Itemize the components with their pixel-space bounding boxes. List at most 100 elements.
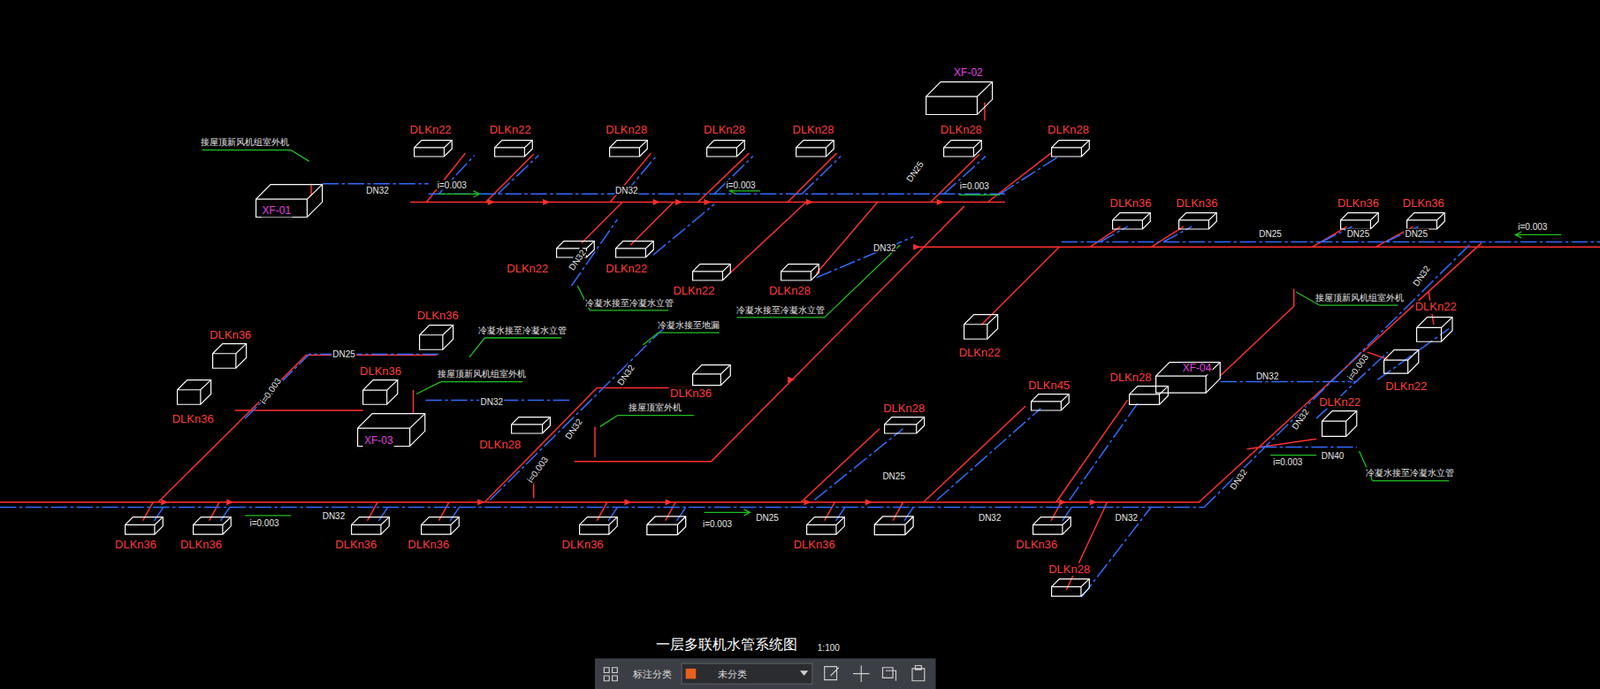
indoor-unit: DLKn22 bbox=[1321, 410, 1357, 437]
pipe-size: DN25 bbox=[1346, 228, 1372, 239]
unit-outline-line bbox=[1051, 140, 1090, 157]
unit-outline-line bbox=[639, 147, 640, 157]
unit-outline-line bbox=[413, 140, 452, 148]
unit-outline-line bbox=[362, 380, 397, 391]
slope-mark: i=0.003 bbox=[1272, 456, 1303, 466]
unit-outline-line bbox=[419, 325, 454, 336]
unit-label: DLKn22 bbox=[409, 122, 453, 136]
unit-outline bbox=[780, 263, 820, 282]
unit-outline-line bbox=[213, 342, 247, 368]
unit-outline-line bbox=[1384, 349, 1419, 360]
unit-outline-line bbox=[1142, 220, 1143, 229]
unit-outline-line bbox=[608, 524, 610, 534]
pipe-size: DN25 bbox=[1403, 228, 1429, 239]
slope-arrow bbox=[244, 187, 1562, 515]
indoor-unit: DLKn36 bbox=[212, 342, 247, 369]
pipe-size: DN32 bbox=[480, 396, 505, 406]
unit-outline-line bbox=[420, 517, 459, 526]
unit-outline bbox=[706, 139, 746, 158]
indoor-unit: DLKn36 bbox=[806, 516, 846, 535]
dropdown-arrow bbox=[800, 670, 808, 676]
indoor-unit: DLKn28 bbox=[510, 416, 551, 435]
unit-outline-line bbox=[692, 365, 731, 386]
unit-outline-line bbox=[305, 198, 307, 217]
unit-outline-line bbox=[511, 416, 551, 424]
unit-outline-line bbox=[1436, 220, 1438, 229]
unit-outline bbox=[212, 342, 247, 369]
category-swatch bbox=[685, 668, 697, 679]
indoor-unit: DLKn22 bbox=[615, 240, 655, 259]
pipe-size: DN25 bbox=[904, 158, 927, 184]
indoor-unit: DLKn36 bbox=[692, 364, 732, 386]
unit-outline bbox=[1051, 578, 1090, 597]
unit-outline-line bbox=[409, 428, 411, 447]
unit-outline-line bbox=[1128, 386, 1168, 405]
unit-outline bbox=[925, 81, 993, 115]
fresh-air-unit: XF-03 bbox=[357, 412, 426, 447]
unit-outline bbox=[420, 516, 460, 535]
unit-outline-line bbox=[419, 325, 454, 351]
unit-outline-line bbox=[692, 263, 731, 271]
unit-label: DLKn28 bbox=[1047, 563, 1091, 576]
unit-outline bbox=[192, 516, 232, 535]
unit-outline-line bbox=[926, 82, 993, 98]
slope-mark: i=0.003 bbox=[701, 518, 733, 529]
pipe-size: DN25 bbox=[331, 349, 357, 359]
indoor-unit: DLKn28 bbox=[883, 416, 925, 435]
unit-outline bbox=[1416, 316, 1454, 343]
unit-outline-line bbox=[1112, 213, 1151, 221]
unit-outline-line bbox=[193, 517, 232, 535]
unit-outline-line bbox=[1440, 327, 1442, 342]
unit-label: DLKn28 bbox=[604, 122, 648, 136]
note: 冷凝水接至冷凝水立管 bbox=[477, 324, 568, 335]
unit-outline bbox=[413, 139, 453, 158]
unit-label: DLKn36 bbox=[561, 538, 605, 551]
unit-outline-line bbox=[692, 365, 731, 374]
unit-outline-line bbox=[706, 140, 745, 157]
unit-label: DLKn36 bbox=[1336, 197, 1380, 210]
toolbar bbox=[594, 657, 937, 689]
unit-outline-line bbox=[609, 140, 648, 148]
unit-outline-line bbox=[221, 524, 223, 534]
unit-label: DLKn36 bbox=[1014, 538, 1059, 551]
unit-outline-line bbox=[413, 140, 452, 157]
unit-outline-line bbox=[1051, 579, 1090, 597]
unit-outline-line bbox=[943, 140, 982, 157]
condensate-pipe bbox=[322, 154, 1060, 194]
unit-outline-line bbox=[511, 416, 551, 433]
dropdown-box bbox=[681, 662, 813, 684]
indoor-unit: DLKn36 bbox=[1406, 212, 1446, 230]
unit-outline bbox=[1032, 516, 1072, 535]
indoor-unit: DLKn22 bbox=[692, 263, 732, 282]
unit-outline-line bbox=[579, 517, 618, 526]
unit-outline-line bbox=[1417, 316, 1453, 328]
note: 接屋顶室外机 bbox=[627, 402, 683, 412]
unit-outline-line bbox=[692, 263, 731, 280]
unit-label: DLKn22 bbox=[488, 122, 533, 136]
unit-outline-line bbox=[524, 147, 526, 157]
valve-symbols bbox=[160, 198, 1098, 505]
unit-label: DLKn36 bbox=[179, 538, 223, 551]
indoor-unit: DLKn28 bbox=[943, 139, 983, 158]
unit-outline-line bbox=[616, 241, 655, 258]
note: 冷凝水接至地漏 bbox=[656, 319, 721, 329]
unit-label: XF-04 bbox=[1181, 362, 1213, 374]
slope-mark: i=0.003 bbox=[959, 181, 991, 191]
unit-outline-line bbox=[645, 248, 647, 258]
unit-outline-line bbox=[442, 335, 444, 350]
unit-label: DLKn22 bbox=[604, 261, 648, 275]
toolbar-panel bbox=[594, 657, 937, 689]
unit-outline-line bbox=[796, 140, 835, 148]
unit-outline-line bbox=[1340, 213, 1379, 229]
indoor-unit: DLKn28 bbox=[1051, 578, 1090, 597]
indoor-unit: DLKn36 bbox=[420, 516, 460, 535]
unit-outline bbox=[1051, 139, 1090, 158]
refrigerant-pipes bbox=[0, 101, 1600, 590]
unit-outline bbox=[943, 139, 983, 158]
valve-symbol bbox=[160, 198, 1098, 505]
unit-outline bbox=[1128, 385, 1169, 405]
unit-outline bbox=[350, 516, 390, 535]
note: 冷凝水接至冷凝水立管 bbox=[735, 304, 826, 314]
indoor-unit: DLKn28 bbox=[706, 139, 746, 158]
